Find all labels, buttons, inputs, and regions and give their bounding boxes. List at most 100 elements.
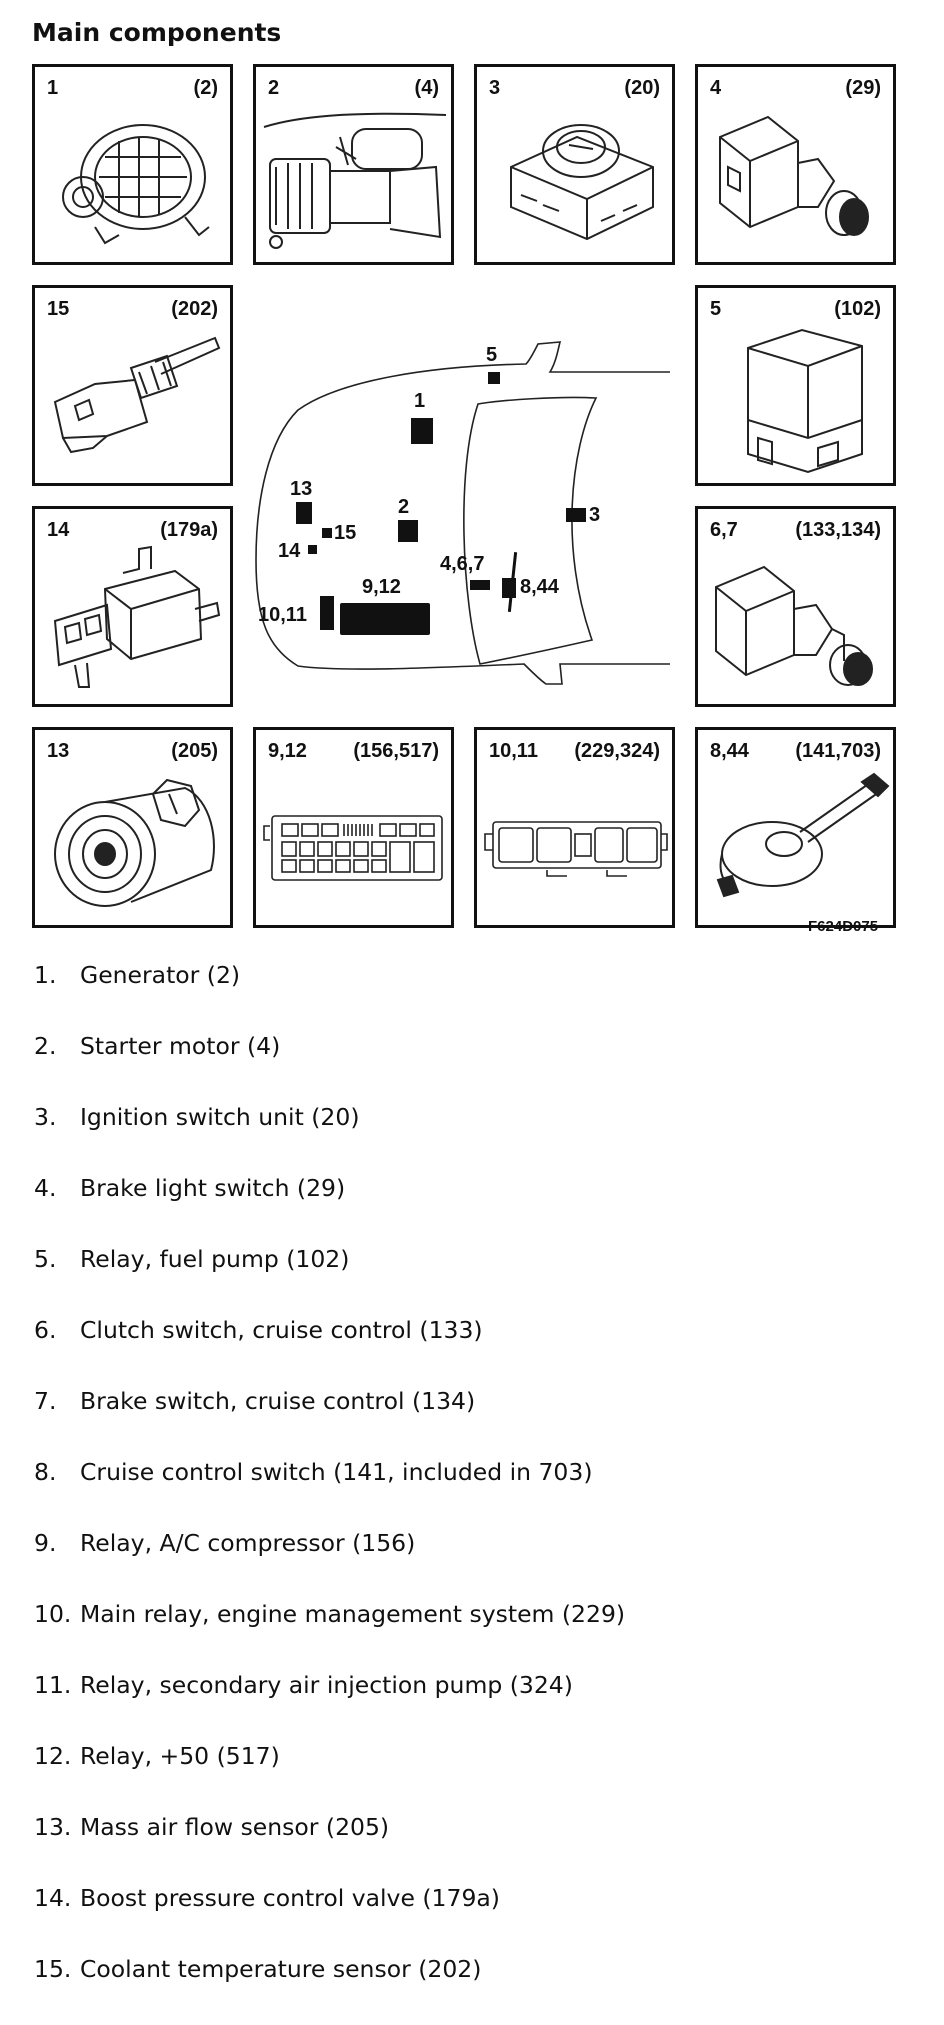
panel-code: (102) — [834, 298, 881, 320]
coolant-sensor-icon — [53, 336, 221, 454]
panel-relay-fuel-pump: 5 (102) — [695, 285, 896, 486]
panel-code: (229,324) — [574, 740, 660, 762]
legend-item: 3. Ignition switch unit (20) — [34, 1102, 625, 1173]
boost-valve-icon — [53, 545, 221, 688]
legend-number: 10. — [34, 1600, 72, 1628]
panel-number: 10,11 — [489, 740, 538, 762]
legend-number: 2. — [34, 1032, 57, 1060]
callout-9-12: 9,12 — [362, 576, 401, 598]
panel-number: 2 — [268, 77, 280, 99]
panel-code: (202) — [171, 298, 218, 320]
brake-light-switch-icon — [719, 115, 869, 236]
legend-item: 7.Brake switch, cruise control (134) — [34, 1386, 625, 1457]
legend-text: Boost pressure control valve (179a) — [80, 1884, 500, 1912]
marker-10-11 — [320, 596, 334, 630]
marker-5 — [488, 372, 500, 384]
mass-air-flow-sensor-icon — [54, 778, 215, 907]
legend-text: Relay, fuel pump (102) — [80, 1245, 350, 1273]
legend-item: 11. Relay, secondary air injection pump (… — [34, 1670, 625, 1741]
panel-number: 1 — [47, 77, 59, 99]
panel-code: (179a) — [160, 519, 218, 541]
panel-number: 9,12 — [268, 740, 307, 762]
legend-item: 13. Mass air flow sensor (205) — [34, 1812, 625, 1883]
legend-number: 3. — [34, 1103, 57, 1131]
legend-number: 1. — [34, 961, 57, 989]
legend-number: 13. — [34, 1813, 72, 1841]
legend-item: 12.Relay, +50 (517) — [34, 1741, 625, 1812]
callout-4-6-7: 4,6,7 — [440, 553, 485, 575]
panel-code: (133,134) — [795, 519, 881, 541]
legend-text: Main relay, engine management system (22… — [80, 1600, 626, 1628]
panel-cruise-control-switch: 8,44 (141,703) — [695, 727, 896, 928]
panel-number: 6,7 — [710, 519, 738, 541]
marker-14 — [308, 545, 317, 554]
panel-brake-light-switch: 4 (29) — [695, 64, 896, 265]
relay-icon — [747, 328, 863, 474]
panel-code: (205) — [171, 740, 218, 762]
legend-text: Cruise control switch (141, included in … — [80, 1458, 593, 1486]
relay-box-icon — [484, 821, 668, 877]
legend-number: 11. — [34, 1671, 72, 1699]
legend-item: 4. Brake light switch (29) — [34, 1173, 625, 1244]
legend-item: 14.Boost pressure control valve (179a) — [34, 1883, 625, 1954]
panel-ignition-switch-unit: 3 (20) — [474, 64, 675, 265]
marker-15 — [322, 528, 332, 538]
legend-item: 2.Starter motor (4) — [34, 1031, 625, 1102]
legend-number: 15. — [34, 1955, 72, 1983]
panel-mass-air-flow-sensor: 13 (205) — [32, 727, 233, 928]
fuse-box-icon — [263, 815, 443, 881]
legend-text: Coolant temperature sensor (202) — [80, 1955, 482, 1983]
panel-coolant-temperature-sensor: 15 (202) — [32, 285, 233, 486]
panel-number: 5 — [710, 298, 722, 320]
panel-boost-pressure-control-valve: 14 (179a) — [32, 506, 233, 707]
legend-item: 15. Coolant temperature sensor (202) — [34, 1954, 625, 2025]
starter-motor-icon — [263, 112, 447, 249]
legend-text: Relay, +50 (517) — [80, 1742, 280, 1770]
legend-text: Generator (2) — [80, 961, 241, 989]
generator-icon — [62, 124, 210, 245]
callout-15: 15 — [334, 522, 357, 544]
panel-code: (141,703) — [795, 740, 881, 762]
panel-code: (2) — [193, 77, 218, 99]
ignition-switch-icon — [510, 124, 654, 241]
panel-code: (4) — [414, 77, 439, 99]
legend-text: Clutch switch, cruise control (133) — [80, 1316, 483, 1344]
legend-text: Relay, secondary air injection pump (324… — [80, 1671, 573, 1699]
callout-13: 13 — [290, 478, 313, 500]
car-outline — [255, 341, 670, 685]
marker-9-12 — [340, 603, 430, 635]
component-legend: 1. Generator (2) 2.Starter motor (4) 3. Ig… — [34, 960, 625, 2025]
marker-13 — [296, 502, 312, 524]
page-title: Main components — [32, 18, 282, 47]
callout-5: 5 — [486, 344, 498, 366]
legend-item: 6. Clutch switch, cruise control (133) — [34, 1315, 625, 1386]
callout-3: 3 — [589, 504, 601, 526]
callout-2: 2 — [398, 496, 410, 518]
callout-10-11: 10,11 — [258, 604, 307, 626]
cruise-control-switch-icon — [716, 772, 890, 898]
legend-number: 6. — [34, 1316, 57, 1344]
legend-number: 9. — [34, 1529, 57, 1557]
panel-number: 15 — [47, 298, 70, 320]
marker-2 — [398, 520, 418, 542]
panel-generator: 1 (2) — [32, 64, 233, 265]
callout-1: 1 — [414, 390, 426, 412]
panel-main-relay-and-secondary-air: 10,11 (229,324) — [474, 727, 675, 928]
legend-text: Ignition switch unit (20) — [80, 1103, 360, 1131]
legend-item: 9.Relay, A/C compressor (156) — [34, 1528, 625, 1599]
panel-starter-motor: 2 (4) — [253, 64, 454, 265]
panel-number: 4 — [710, 77, 722, 99]
panel-code: (156,517) — [353, 740, 439, 762]
legend-text: Brake light switch (29) — [80, 1174, 346, 1202]
legend-number: 5. — [34, 1245, 57, 1273]
marker-1 — [411, 418, 433, 444]
panel-relay-ac-and-50: 9,12 (156,517) — [253, 727, 454, 928]
legend-text: Mass air flow sensor (205) — [80, 1813, 390, 1841]
legend-item: 1. Generator (2) — [34, 960, 625, 1031]
panel-clutch-brake-switch-cruise: 6,7 (133,134) — [695, 506, 896, 707]
callout-14: 14 — [278, 540, 301, 562]
legend-number: 4. — [34, 1174, 57, 1202]
panel-number: 3 — [489, 77, 501, 99]
marker-3 — [566, 508, 586, 522]
legend-item: 8.Cruise control switch (141, included i… — [34, 1457, 625, 1528]
